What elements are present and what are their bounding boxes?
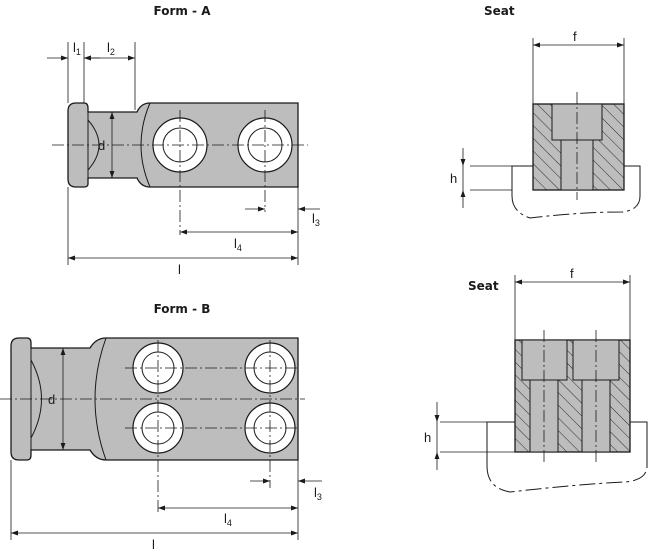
seat-b-table-break — [486, 465, 648, 493]
seat-b-view: Seat f h — [424, 266, 648, 493]
form-b-body — [10, 337, 299, 461]
dim-label-d: d — [98, 138, 105, 153]
dim-label-l3: l3 — [312, 211, 320, 228]
form-a-title: Form - A — [154, 4, 212, 18]
seat-b-table-left — [486, 421, 515, 466]
seat-a-table-left — [511, 165, 533, 196]
seat-b-title: Seat — [468, 279, 499, 293]
form-a-view: Form - A l1 l2 d l3 — [47, 4, 320, 277]
dim-label-h: h — [424, 430, 431, 445]
dim-label-l3: l3 — [314, 485, 322, 502]
dim-label-l: l — [178, 262, 181, 277]
dim-label-f: f — [573, 29, 577, 44]
dim-label-l4: l4 — [234, 236, 242, 253]
dim-label-f: f — [570, 266, 574, 281]
form-b-title: Form - B — [154, 302, 211, 316]
dim-label-l1: l1 — [73, 40, 81, 57]
seat-a-table-right — [624, 165, 641, 196]
seat-a-title: Seat — [484, 4, 515, 18]
dim-label-l4: l4 — [224, 511, 232, 528]
dim-label-l2: l2 — [107, 40, 115, 57]
dim-label-h: h — [450, 171, 457, 186]
seat-b-table-right — [630, 421, 648, 466]
seat-a-view: Seat f h — [450, 4, 641, 219]
form-b-view: Form - B d l3 l4 l — [0, 302, 322, 552]
seat-a-table-break — [511, 195, 641, 219]
dim-label-d: d — [48, 392, 55, 407]
seat-b-counterbore-1 — [521, 339, 568, 381]
dim-label-l: l — [152, 537, 155, 552]
